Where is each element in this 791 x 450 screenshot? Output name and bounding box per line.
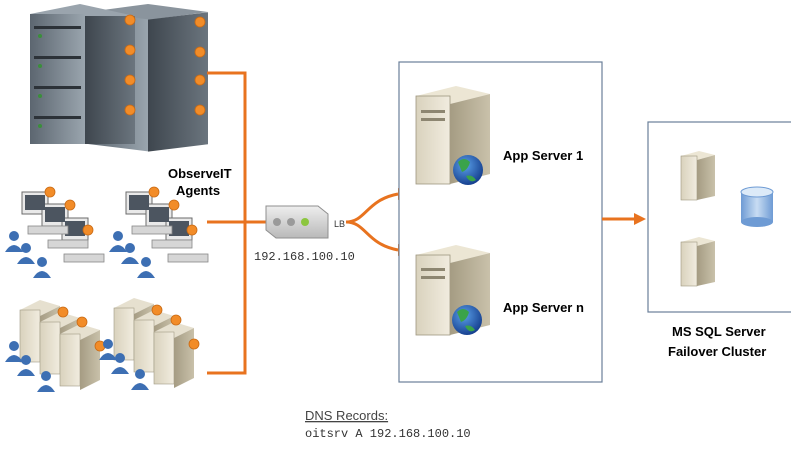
dns-record: oitsrv A 192.168.100.10 (305, 427, 471, 441)
sql-cluster-label-line2: Failover Cluster (668, 344, 766, 359)
globe-icon (453, 155, 483, 185)
agent-connectors (207, 71, 266, 375)
app-to-sql-arrow (602, 213, 646, 225)
app-server-1-icon (415, 86, 490, 185)
app-server-1-label: App Server 1 (503, 148, 583, 163)
globe-icon (452, 305, 482, 335)
tower-servers-group-icon (5, 297, 200, 392)
lb-ip-address: 192.168.100.10 (254, 250, 355, 264)
sql-cluster-label-line1: MS SQL Server (672, 324, 766, 339)
agents-label-line1: ObserveIT (168, 166, 232, 181)
app-server-n-label: App Server n (503, 300, 584, 315)
rack-servers-group-icon (30, 4, 208, 152)
dns-heading: DNS Records: (305, 408, 388, 423)
sql-server-icon (680, 151, 715, 201)
agents-label-line2: Agents (176, 183, 220, 198)
lb-tag: LB (334, 219, 345, 229)
workstations-group-icon (5, 186, 209, 279)
load-balancer-icon (265, 205, 329, 239)
sql-server-icon (680, 237, 715, 287)
app-server-n-icon (415, 245, 490, 336)
database-icon (740, 186, 774, 227)
